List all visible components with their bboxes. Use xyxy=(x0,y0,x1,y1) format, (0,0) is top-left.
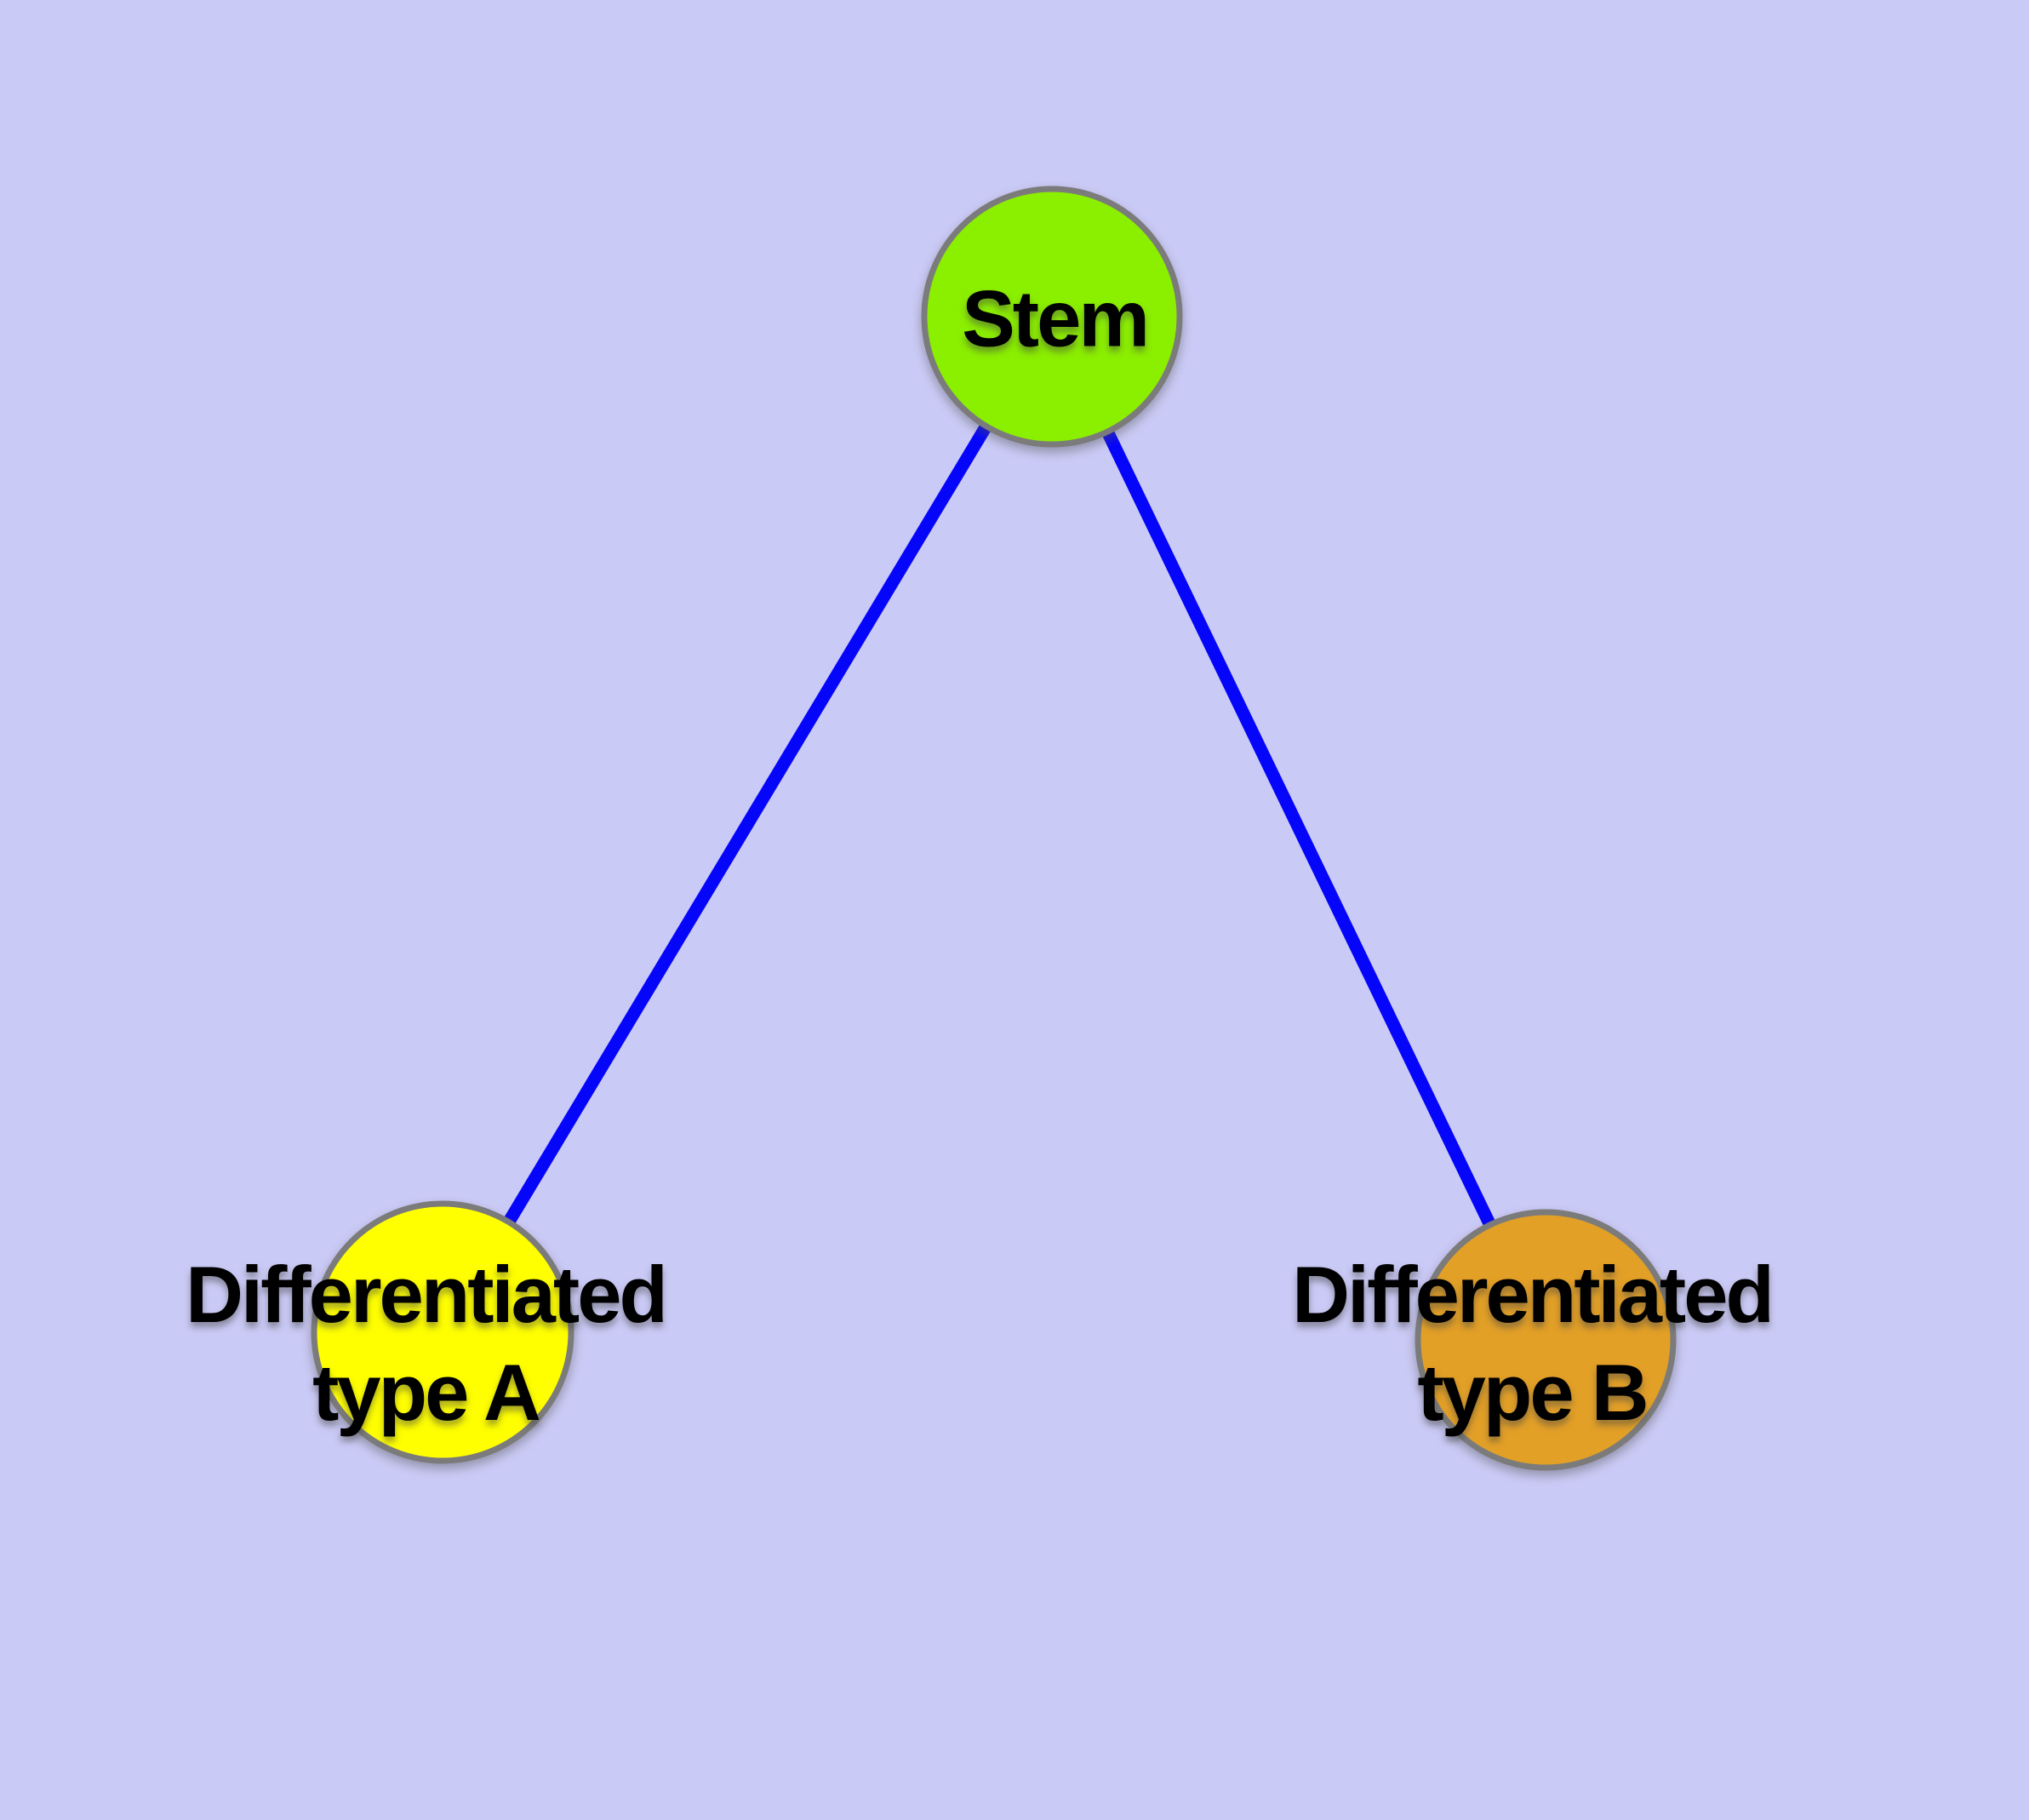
node-differentiated-type-b-label: Differentiated type B xyxy=(1292,1245,1775,1441)
node-stem-label: Stem xyxy=(962,270,1150,368)
node-differentiated-type-b-label-line1: Differentiated xyxy=(1292,1250,1775,1339)
node-differentiated-type-a-label: Differentiated type A xyxy=(186,1245,668,1441)
node-differentiated-type-a-label-line2: type A xyxy=(312,1348,541,1437)
node-stem-circle xyxy=(921,186,1183,448)
node-differentiated-type-a-circle xyxy=(311,1200,574,1464)
node-stem-label-text: Stem xyxy=(962,273,1150,363)
edge-stem-to-type-b xyxy=(1046,313,1552,1343)
node-differentiated-type-b-circle xyxy=(1415,1209,1677,1471)
edge-stem-to-type-a xyxy=(437,313,1058,1336)
node-differentiated-type-a-label-line1: Differentiated xyxy=(186,1250,668,1339)
node-differentiated-type-b-label-line2: type B xyxy=(1417,1348,1649,1437)
